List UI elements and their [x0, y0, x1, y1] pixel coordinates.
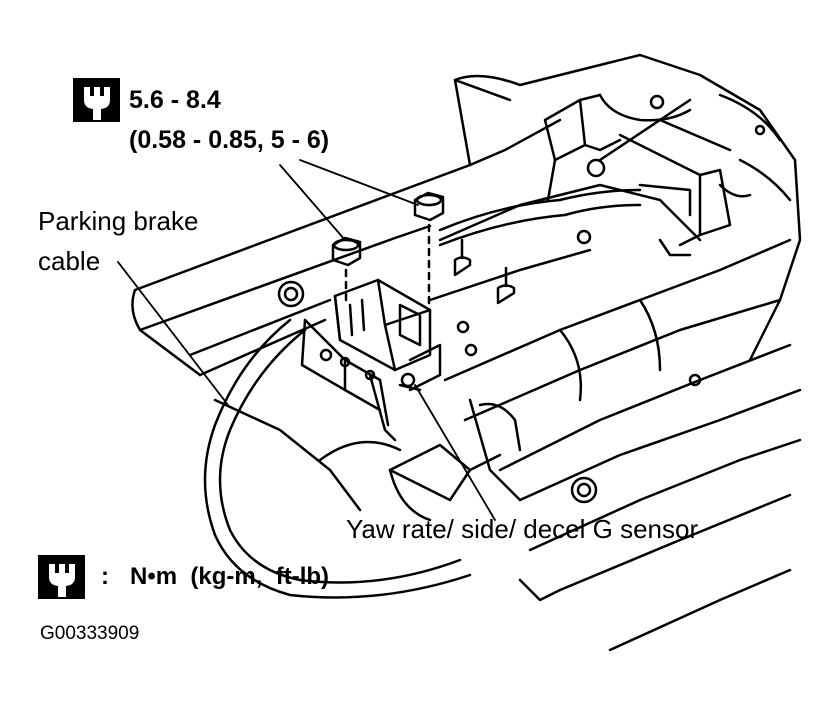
lower-floor-detail: [213, 398, 562, 602]
sensor-label: Yaw rate/ side/ decel G sensor: [346, 514, 699, 544]
mounting-bracket-upper: [543, 93, 752, 257]
yaw-rate-sensor-unit: [300, 278, 442, 442]
wiring-harness: [438, 188, 642, 247]
torque-wrench-icon: [73, 78, 120, 122]
mounting-holes: [277, 94, 766, 504]
parking-brake-cable-label-line2: cable: [38, 246, 101, 276]
legend-units: N•m (kg-m, ft-lb): [130, 563, 330, 590]
callout-leader-lines: [117, 261, 496, 521]
figure-id: G00333909: [40, 623, 140, 644]
parking-brake-cable: [203, 318, 472, 599]
parking-brake-cable-label-line1: Parking brake: [38, 206, 199, 236]
legend-torque-wrench-icon: [38, 555, 85, 599]
torque-leader-lines: [279, 159, 419, 241]
legend-separator: :: [101, 563, 109, 590]
torque-value-alt: (0.58 - 0.85, 5 - 6): [129, 126, 330, 154]
nut-right: [413, 191, 445, 307]
mounting-studs: [453, 238, 516, 305]
torque-value-nm: 5.6 - 8.4: [129, 86, 221, 114]
floor-structure-right: [428, 183, 802, 652]
nut-left: [331, 236, 362, 302]
